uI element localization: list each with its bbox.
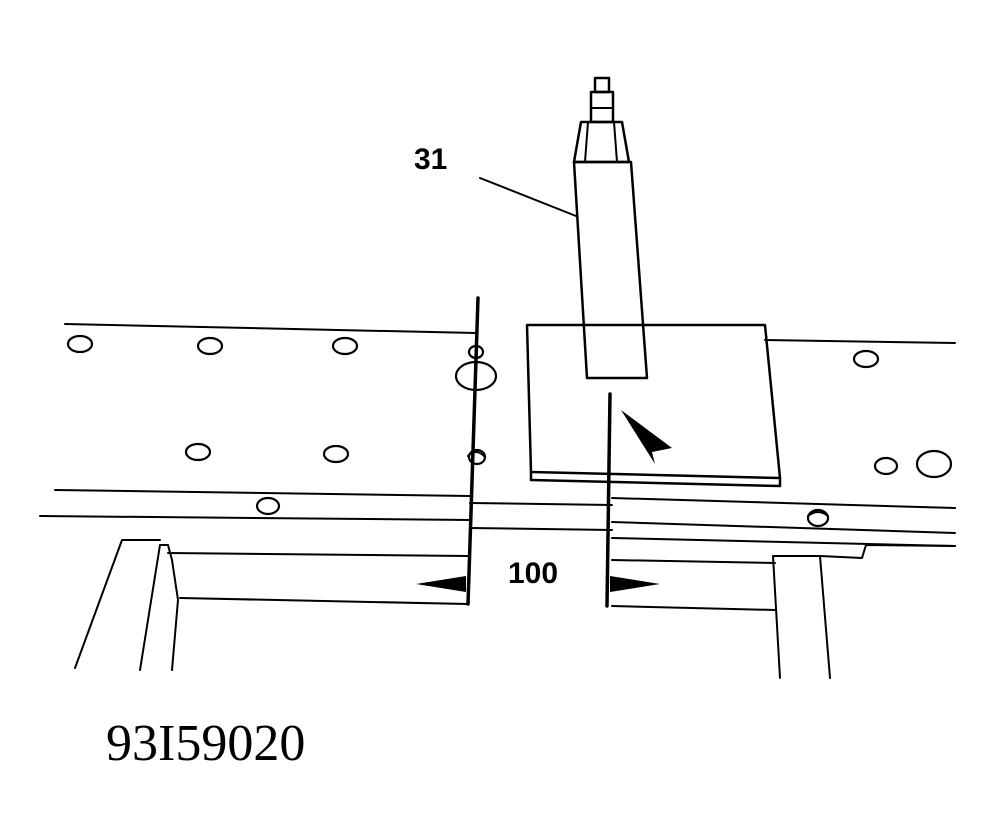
right-arrow-icon (610, 576, 660, 592)
hole (196, 336, 224, 356)
hole (322, 444, 350, 464)
hole (915, 449, 953, 479)
hole (331, 336, 359, 356)
mounting-holes (66, 334, 953, 528)
measurement-lines (466, 296, 612, 608)
hole (184, 442, 212, 462)
lower-frame (74, 539, 956, 679)
reference-code: 93I59020 (106, 715, 305, 772)
hole (852, 349, 880, 369)
gauge-plate (525, 323, 782, 488)
part-number-label: 31 (414, 143, 447, 176)
dimension-label: 100 (508, 557, 558, 590)
leader-line (479, 177, 577, 217)
hole (873, 456, 899, 476)
dimension-arrows (416, 410, 672, 592)
pointer-arrow-icon (621, 410, 672, 464)
tool-31 (572, 76, 649, 380)
hole (66, 334, 94, 354)
left-arrow-icon (416, 576, 466, 592)
hole (255, 496, 281, 516)
